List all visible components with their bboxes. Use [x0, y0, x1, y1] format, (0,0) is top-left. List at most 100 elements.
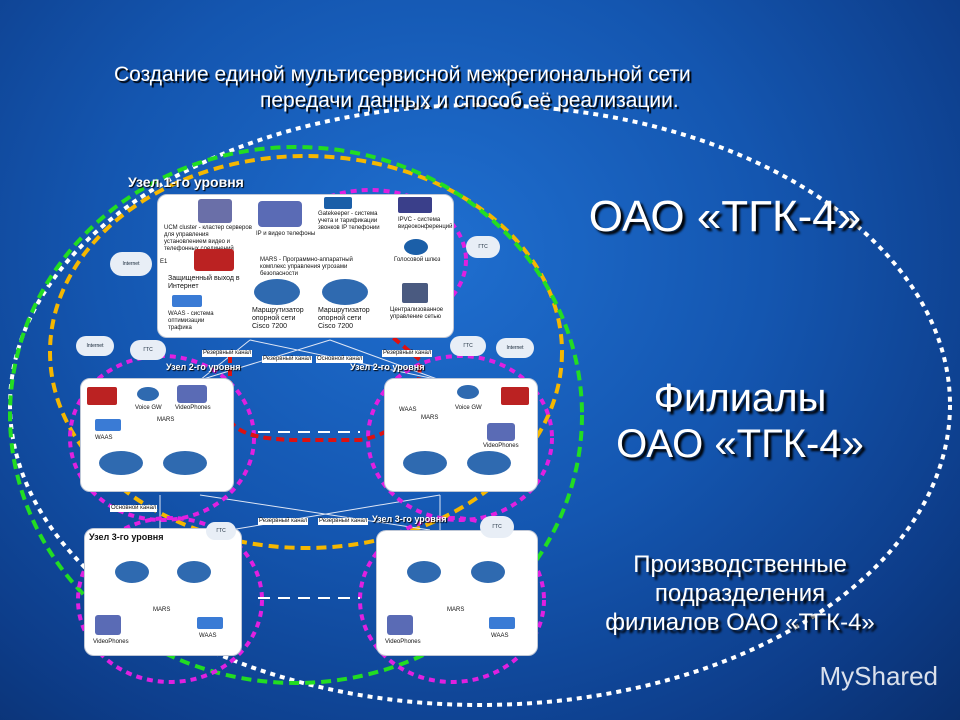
voice-gw-icon-node2-right [457, 385, 479, 399]
divisions-line3: филиалов ОАО «ТГК-4» [605, 609, 875, 636]
title-line1: Создание единой мультисервисной межрегио… [114, 63, 691, 86]
router-icon-node2-right-a [403, 451, 447, 475]
videophone-icon-node2-right [487, 423, 515, 441]
waas-icon-node2-left [95, 419, 121, 431]
voice-router-icon-node3-right-b [471, 561, 505, 583]
ipvc-icon [398, 197, 432, 213]
videophones-label-node2-right: VideoPhones [483, 443, 519, 449]
internet-label-node1: Internet [122, 261, 140, 267]
divisions-line2: подразделения [654, 580, 826, 607]
videophones-label-node2-left: VideoPhones [175, 405, 211, 411]
waas-label-node2-right: WAAS [399, 407, 417, 413]
node2-left-panel: Voice GW VideoPhones WAAS MARS [80, 378, 234, 492]
branches-label: Филиалы ОАО «ТГК-4» [580, 375, 900, 467]
router-left-icon [254, 279, 300, 305]
videophone-icon-node3-right [387, 615, 413, 635]
gts-cloud-node3-right: ГТС [480, 516, 514, 538]
mars-label-node3-left: MARS [153, 607, 171, 613]
ip-phones-label: IP и видео телефоны [256, 231, 316, 237]
waas-label-node3-left: WAAS [199, 633, 217, 639]
main-channel-label-1: Основной канал [316, 356, 364, 363]
firewall-icon-node2-right [501, 387, 529, 405]
slide-title: Создание единой мультисервисной межрегио… [100, 62, 860, 114]
main-channel-label-2: Основной канал [110, 505, 158, 512]
reserve-channel-label-5: Резервный канал [318, 518, 369, 525]
title-line2: передачи данных и способ её реализации. [260, 89, 679, 112]
green-dashed-ellipse [8, 145, 584, 685]
gatekeeper-label: Gatekeeper - система учета и тарификации… [318, 211, 380, 231]
gts-cloud-node2-left: ГТС [130, 340, 166, 360]
level2-right-label: Узел 2-го уровня [350, 362, 425, 372]
waas-icon [172, 295, 202, 307]
gatekeeper-icon [324, 197, 352, 209]
ipvc-label: IPVC - система видеоконференций [398, 217, 453, 230]
voice-gw-icon [404, 239, 428, 255]
internet-cloud-node1: Internet [110, 252, 152, 276]
red-dashed-backbone [228, 333, 423, 442]
mars-label-node3-right: MARS [447, 607, 465, 613]
yellow-dashed-ellipse [48, 154, 564, 550]
internet-label-node2-left: Internet [86, 343, 104, 349]
videophone-icon-node3-left [95, 615, 121, 635]
reserve-channel-label-3: Резервный канал [382, 350, 433, 357]
node1-panel: UCM cluster - кластер серверов для управ… [157, 194, 454, 338]
videophones-label-node3-left: VideoPhones [93, 639, 129, 645]
reserve-channel-label-2: Резервный канал [262, 356, 313, 363]
branches-line1: Филиалы [653, 376, 827, 420]
voice-gw-label-node2-left: Voice GW [135, 405, 162, 411]
magenta-ellipse-node2-right [366, 354, 554, 522]
gts-cloud-node1: ГТС [466, 236, 500, 258]
gts-cloud-node2-right: ГТС [450, 336, 486, 356]
secure-exit-label: Защищенный выход в Интернет [168, 275, 240, 290]
router-icon-node2-left-b [163, 451, 207, 475]
reserve-channel-label-1: Резервный канал [202, 350, 253, 357]
gts-label-node2-left: ГТС [143, 347, 153, 353]
videophones-label-node3-right: VideoPhones [385, 639, 421, 645]
node2-right-panel: Voice GW WAAS MARS VideoPhones [384, 378, 538, 492]
waas-label: WAAS - система оптимизации трафика [168, 311, 214, 331]
voice-gw-icon-node2-left [137, 387, 159, 401]
mgmt-pc-icon [402, 283, 428, 303]
router-icon-node2-left-a [99, 451, 143, 475]
voice-router-icon-node3-left-b [177, 561, 211, 583]
node3-left-panel: Узел 3-го уровня VideoPhones MARS WAAS [84, 528, 242, 656]
company-label: ОАО «ТГК-4» [588, 192, 862, 241]
router-right-label: Маршрутизатор опорной сети Cisco 7200 [318, 307, 370, 330]
gts-label-node3-right: ГТС [492, 524, 502, 530]
mars-label-node2-left: MARS [157, 417, 175, 423]
voice-router-icon-node3-right-a [407, 561, 441, 583]
level1-label: Узел 1-го уровня [128, 174, 244, 190]
waas-icon-node3-right [489, 617, 515, 629]
conf-mgmt-label: Централизованное управление сетью [390, 307, 444, 320]
watermark: MyShared [819, 661, 939, 691]
internet-cloud-node2-left: Internet [76, 336, 114, 356]
voice-gw-label-node2-right: Voice GW [455, 405, 482, 411]
level3-right-label: Узел 3-го уровня [372, 514, 447, 524]
internet-cloud-node2-right: Internet [496, 338, 534, 358]
e1-label-node1: E1 [160, 259, 168, 265]
node-links [159, 339, 441, 536]
router-right-icon [322, 279, 368, 305]
waas-icon-node3-left [197, 617, 223, 629]
mars-label: MARS - Программно-аппаратный комплекс уп… [260, 257, 353, 277]
waas-label-node2-left: WAAS [95, 435, 113, 441]
branches-line2: ОАО «ТГК-4» [616, 422, 864, 466]
gts-cloud-node3-left: ГТС [206, 522, 236, 540]
voice-router-icon-node3-left-a [115, 561, 149, 583]
divisions-label: Производственные подразделения филиалов … [585, 550, 895, 637]
firewall-icon [194, 249, 234, 271]
magenta-ellipse-node3-right [358, 516, 546, 684]
gts-label-node1: ГТС [478, 244, 488, 250]
level2-left-label: Узел 2-го уровня [166, 362, 241, 372]
node3-right-panel: VideoPhones MARS WAAS [376, 530, 538, 656]
level3-left-label: Узел 3-го уровня [89, 532, 164, 542]
magenta-ellipse-node1 [272, 188, 468, 332]
mars-label-node2-right: MARS [421, 415, 439, 421]
voice-gw-label: Голосовой шлюз [394, 257, 441, 263]
divisions-line1: Производственные [633, 551, 847, 578]
internet-label-node2-right: Internet [506, 345, 524, 351]
router-icon-node2-right-b [467, 451, 511, 475]
ip-phone-icon [258, 201, 302, 227]
magenta-ellipse-node3-left [76, 516, 264, 684]
